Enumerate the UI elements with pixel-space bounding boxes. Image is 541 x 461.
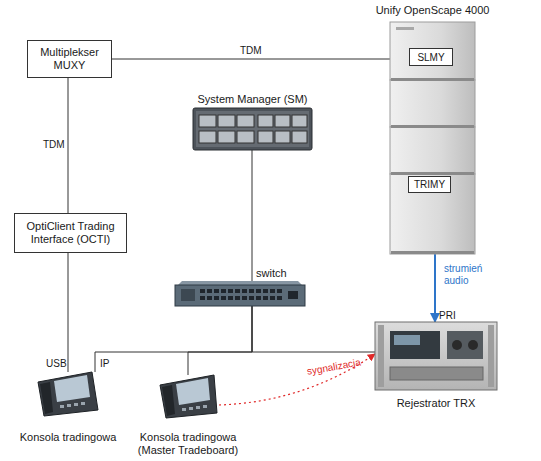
phone-handset: [162, 385, 175, 416]
cabinet-seam: [391, 251, 474, 254]
cabinet-module: [390, 174, 475, 254]
recorder-display: [394, 335, 420, 345]
node-heading: switch: [256, 267, 316, 280]
node-text: Multiplekser MUXY: [32, 46, 107, 72]
drive-bay: [199, 115, 216, 127]
console-node: Konsola tradingowa: [38, 372, 98, 416]
connector-line: [188, 306, 252, 375]
node-text: Konsola tradingowa (Master Tradeboard): [128, 431, 248, 457]
multiplexer-box: Multiplekser MUXY: [27, 40, 112, 78]
cabinet-seam: [391, 172, 474, 175]
edge-label: sygnalizacja: [306, 357, 362, 378]
connector-line: [68, 78, 69, 213]
phone-handset: [40, 382, 53, 414]
recorder-knob: [452, 340, 462, 350]
card-box: SLMY: [409, 48, 453, 66]
recorder-knob: [468, 340, 478, 350]
cabinet-illustration: [390, 22, 475, 254]
connector-line: [112, 59, 409, 60]
node-text: Konsola tradingowa: [8, 431, 128, 444]
drive-bay: [258, 115, 273, 127]
switch-illustration: [175, 281, 305, 306]
cabinet-module: [390, 22, 475, 80]
recorder-node: Rejestrator TRX: [375, 322, 497, 390]
edge-label: strumień audio: [444, 263, 496, 287]
cabinet-module: [390, 127, 475, 174]
phone-keys: [182, 405, 207, 411]
pbx-cabinet: Unify OpenScape 4000SLMYTRIMY: [390, 22, 475, 254]
drive-bay: [218, 115, 235, 127]
recorder-handle: [378, 325, 384, 387]
port-label: PRI: [439, 310, 456, 322]
drive-bay: [292, 131, 307, 143]
edge-label: TDM: [240, 45, 262, 57]
switch-ports: [200, 289, 298, 300]
node-text: SLMY: [417, 51, 444, 64]
phone-body: [160, 375, 217, 418]
drive-bay: [199, 131, 216, 143]
connector-line: [252, 306, 375, 352]
node-text: Unify OpenScape 4000: [360, 4, 505, 17]
edge-label: TDM: [43, 139, 65, 151]
server-node: System Manager (SM): [193, 108, 312, 150]
phone-screen: [176, 378, 210, 405]
server-illustration: [193, 108, 312, 150]
node-heading: Unify OpenScape 4000: [360, 4, 505, 17]
connector-line: [95, 306, 252, 372]
server-front: [196, 111, 309, 147]
recorder-panel: [390, 331, 440, 359]
edge-label: USB: [46, 358, 67, 370]
cabinet-module: [390, 80, 475, 127]
recorder-handle: [488, 325, 494, 387]
phone-illustration: [160, 375, 217, 418]
drive-bay: [237, 115, 254, 127]
node-text: System Manager (SM): [173, 93, 332, 106]
recorder-body: [375, 322, 497, 390]
cabinet-logo: [396, 27, 414, 30]
drive-bay: [292, 115, 307, 127]
phone-keys: [60, 402, 85, 408]
node-heading: System Manager (SM): [173, 93, 332, 106]
phone-body: [38, 372, 98, 416]
node-text: TRIMY: [414, 178, 445, 191]
node-text: Rejestrator TRX: [356, 397, 516, 410]
node-heading: Konsola tradingowa: [8, 431, 128, 444]
console-node: Konsola tradingowa (Master Tradeboard): [160, 375, 217, 418]
phone-illustration: [38, 372, 98, 416]
drive-bay: [275, 131, 290, 143]
switch-top: [178, 281, 302, 285]
switch-ports: [181, 289, 195, 301]
cabinet-seam: [391, 78, 474, 81]
recorder-panel: [447, 331, 483, 359]
drive-bay: [275, 115, 290, 127]
switch-node: switch: [175, 285, 305, 306]
recorder-slot: [390, 367, 483, 380]
drive-bay: [218, 131, 235, 143]
connector-line: [219, 354, 375, 405]
server-body: [193, 108, 312, 150]
connector-line: [68, 253, 69, 372]
node-heading: Rejestrator TRX: [356, 397, 516, 410]
card-box: TRIMY: [408, 176, 451, 193]
switch-body: [175, 285, 305, 306]
node-heading: Konsola tradingowa (Master Tradeboard): [128, 431, 248, 457]
recorder-illustration: [375, 322, 497, 390]
connector-line: [252, 150, 253, 285]
node-text: switch: [256, 267, 316, 280]
drive-bay: [258, 131, 273, 143]
edge-label: IP: [100, 358, 109, 370]
interface-box: OptiClient Trading Interface (OCTI): [14, 213, 127, 253]
drive-bay: [237, 131, 254, 143]
cabinet-seam: [391, 125, 474, 128]
node-text: OptiClient Trading Interface (OCTI): [19, 220, 122, 246]
phone-screen: [54, 375, 90, 402]
